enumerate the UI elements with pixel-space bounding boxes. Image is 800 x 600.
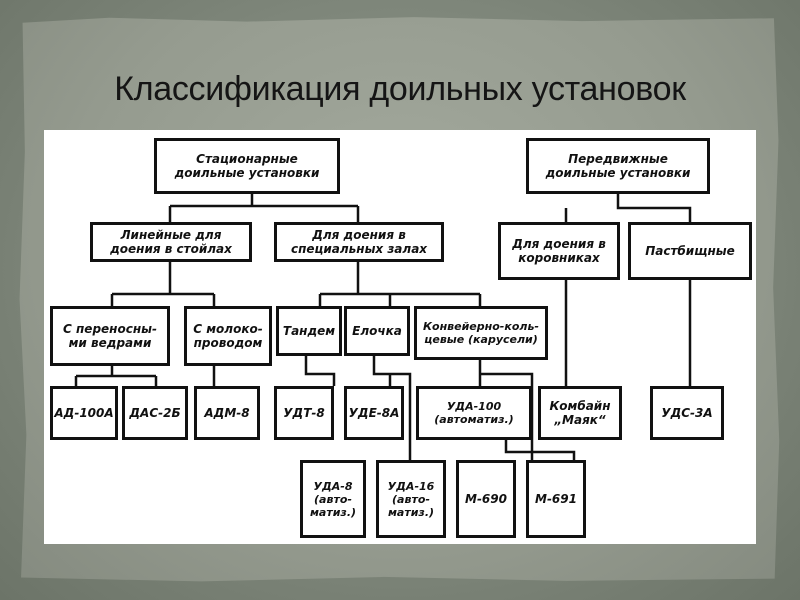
connector-lines [74, 194, 692, 460]
slide-title: Классификация доильных установок [114, 70, 686, 108]
box-udt8: УДТ-8 [274, 386, 334, 440]
box-uda16: УДА-16 (авто- матиз.) [376, 460, 446, 538]
box-uda8: УДА-8 (авто- матиз.) [300, 460, 366, 538]
classification-diagram: Стационарные доильные установки Передвиж… [44, 130, 756, 544]
box-linear: Линейные для доения в стойлах [90, 222, 252, 262]
connector-linear [110, 262, 216, 306]
box-halls: Для доения в специальных залах [274, 222, 444, 262]
box-m691: М-691 [526, 460, 586, 538]
box-das2b: ДАС-2Б [122, 386, 188, 440]
connector-carousel [478, 360, 576, 460]
box-pipeline: С молоко- проводом [184, 306, 272, 366]
box-combine: Комбайн „Маяк“ [538, 386, 622, 440]
box-pasture: Пастбищные [628, 222, 752, 280]
box-uds3a: УДС-3А [650, 386, 724, 440]
box-tandem: Тандем [276, 306, 342, 356]
connector-buckets [74, 366, 158, 386]
box-herringbone: Елочка [344, 306, 410, 356]
box-buckets: С переносны- ми ведрами [50, 306, 170, 366]
box-adm8: АДМ-8 [194, 386, 260, 440]
connector-halls [318, 262, 482, 306]
connector-mobile [564, 194, 692, 222]
box-stationary: Стационарные доильные установки [154, 138, 340, 194]
connector-stationary [168, 194, 360, 222]
connector-herringbone [372, 356, 412, 460]
connector-tandem [304, 356, 336, 386]
box-carousel: Конвейерно-коль- цевые (карусели) [414, 306, 548, 360]
box-mobile: Передвижные доильные установки [526, 138, 710, 194]
box-uda100: УДА-100 (автоматиз.) [416, 386, 532, 440]
box-m690: М-690 [456, 460, 516, 538]
box-barns: Для доения в коровниках [498, 222, 620, 280]
box-ad100a: АД-100А [50, 386, 118, 440]
box-ude8a: УДЕ-8А [344, 386, 404, 440]
